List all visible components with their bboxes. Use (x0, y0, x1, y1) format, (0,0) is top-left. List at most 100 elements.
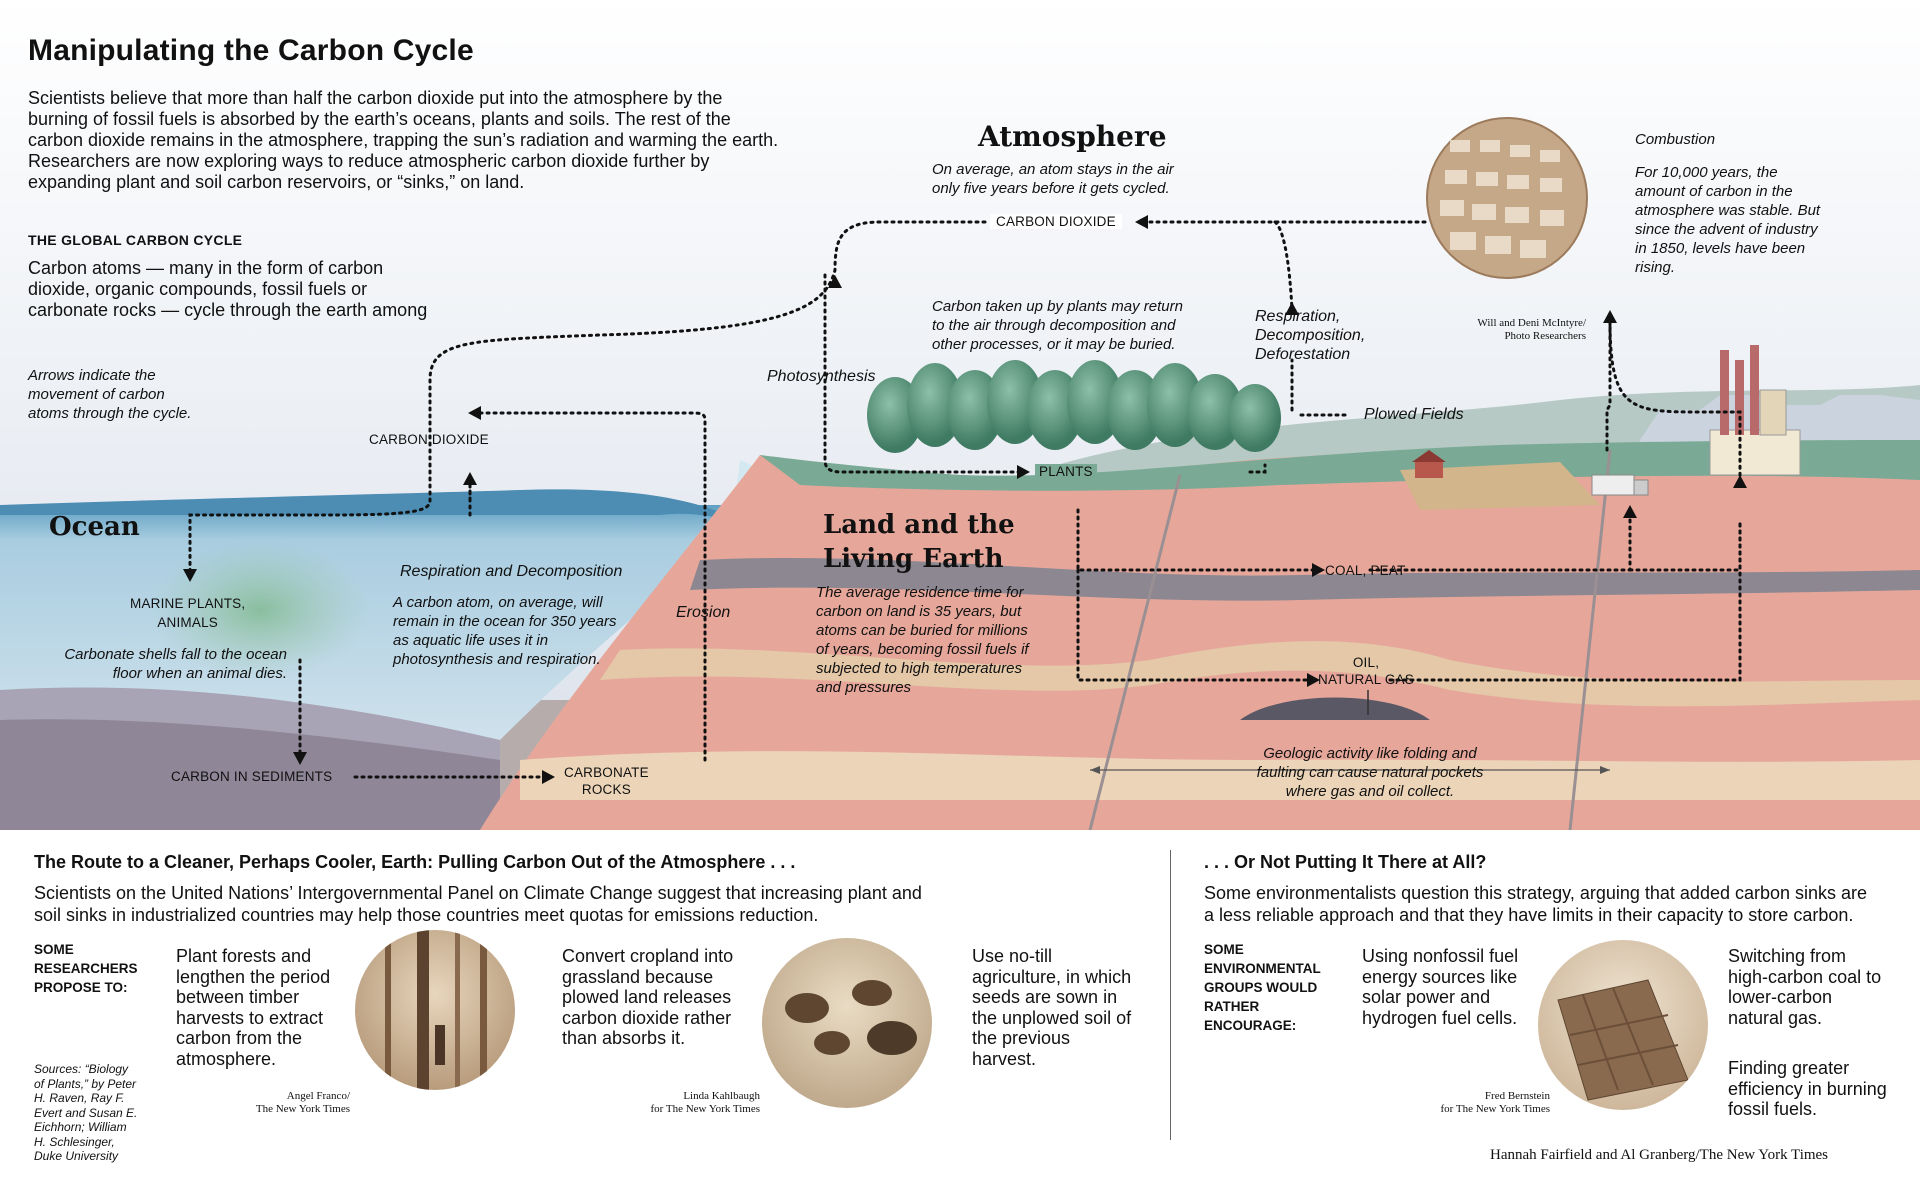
note-line: faulting can cause natural pockets (1256, 764, 1484, 781)
item-line: harvest. (972, 1048, 1037, 1069)
credit-line: for The New York Times (650, 1103, 760, 1115)
sources-note: Sources: “Biology of Plants,” by Peter H… (34, 1062, 137, 1164)
item-line: Switching from (1728, 946, 1847, 966)
source-line: Evert and Susan E. (34, 1105, 138, 1120)
bison-photo (762, 938, 932, 1108)
source-line: Duke University (34, 1149, 119, 1163)
solar-panel-icon (1557, 979, 1689, 1101)
encourage-efficiency: Finding greater efficiency in burning fo… (1728, 1058, 1887, 1120)
atmosphere-heading: Atmosphere (978, 120, 1167, 153)
credit-line: The New York Times (255, 1103, 350, 1115)
forest-photo (355, 930, 515, 1090)
plants-label: PLANTS (1035, 464, 1097, 479)
left-section-title: The Route to a Cleaner, Perhaps Cooler, … (34, 852, 796, 872)
note-line: The average residence time for (816, 584, 1024, 601)
forest-icon (867, 360, 1281, 453)
forest-photo-credit: Angel Franco/ The New York Times (190, 1090, 350, 1116)
atmosphere-co2-label: CARBON DIOXIDE (990, 214, 1122, 229)
carbonate-rocks-label: CARBONATE ROCKS (564, 764, 649, 798)
note-line: in 1850, levels have been (1635, 240, 1806, 257)
ocean-co2-label: CARBON DIOXIDE (369, 432, 489, 447)
oil-gas-label: OIL, NATURAL GAS (1318, 654, 1414, 688)
credit-line: Linda Kahlbaugh (683, 1090, 760, 1102)
arrows-note: Arrows indicate the movement of carbon a… (28, 366, 191, 423)
section-divider (1170, 850, 1171, 1140)
credit-line: Fred Bernstein (1484, 1090, 1550, 1102)
note-line: amount of carbon in the (1635, 183, 1793, 200)
note-line: carbon on land is 35 years, but (816, 603, 1022, 620)
item-line: solar power and (1362, 987, 1491, 1007)
researchers-propose: SOME RESEARCHERS PROPOSE TO: (34, 940, 138, 997)
global-line: Carbon atoms — many in the form of carbo… (28, 258, 384, 278)
sub-line: soil sinks in industrialized countries m… (34, 905, 819, 925)
item-line: Convert cropland into (562, 946, 734, 966)
proposal-forests: Plant forests and lengthen the period be… (176, 946, 330, 1069)
credit-line: Will and Deni McIntyre/ (1477, 317, 1586, 329)
label-line: OIL, (1352, 655, 1380, 670)
global-line: carbonate rocks — cycle through the eart… (28, 300, 428, 320)
page-title: Manipulating the Carbon Cycle (28, 34, 474, 67)
marine-label: MARINE PLANTS, ANIMALS (130, 594, 245, 632)
note-line: Deforestation (1255, 346, 1351, 363)
credit-line: Angel Franco/ (286, 1090, 350, 1102)
item-line: lower-carbon (1728, 987, 1833, 1007)
note-line: atmosphere was stable. But (1635, 202, 1821, 219)
caps-line: ENVIRONMENTAL (1204, 961, 1321, 976)
note-line: to the air through decomposition and (932, 317, 1176, 334)
note-line: movement of carbon (28, 386, 165, 403)
source-line: H. Schlesinger, (34, 1134, 115, 1149)
item-line: Use no-till (972, 946, 1053, 966)
note-line: and pressures (816, 679, 912, 696)
ocean-respiration-note: A carbon atom, on average, will remain i… (393, 593, 616, 669)
coal-label: COAL, PEAT (1325, 563, 1406, 578)
credit-line: Photo Researchers (1504, 330, 1586, 342)
note-line: Respiration, (1255, 308, 1341, 325)
proposal-grassland: Convert cropland into grassland because … (562, 946, 733, 1049)
caps-line: ENCOURAGE: (1204, 1018, 1297, 1033)
note-line: photosynthesis and respiration. (393, 651, 601, 668)
photosynthesis-label: Photosynthesis (767, 368, 876, 385)
left-section-sub: Scientists on the United Nations’ Interg… (34, 882, 1144, 926)
geologic-note: Geologic activity like folding and fault… (1230, 744, 1510, 801)
bison-icon (785, 980, 917, 1055)
label-line: NATURAL GAS (1318, 672, 1414, 687)
groups-encourage: SOME ENVIRONMENTAL GROUPS WOULD RATHER E… (1204, 940, 1321, 1035)
global-cycle-heading: THE GLOBAL CARBON CYCLE (28, 232, 243, 248)
item-line: the unplowed soil of (972, 1007, 1132, 1028)
right-section-title: . . . Or Not Putting It There at All? (1204, 852, 1487, 872)
label-line: MARINE PLANTS, (130, 596, 246, 611)
intro-line: Scientists believe that more than half t… (28, 88, 723, 108)
caps-line: PROPOSE TO: (34, 980, 128, 995)
note-line: atoms through the cycle. (28, 405, 192, 422)
encourage-switch-gas: Switching from high-carbon coal to lower… (1728, 946, 1881, 1028)
heading-line: Land and the (823, 510, 1015, 540)
note-line: A carbon atom, on average, will (393, 594, 603, 611)
label-line: ANIMALS (157, 615, 218, 630)
right-section-sub: Some environmentalists question this str… (1204, 882, 1894, 926)
item-line: the previous (972, 1028, 1071, 1048)
item-line: Using nonfossil fuel (1362, 946, 1519, 966)
encourage-nonfossil: Using nonfossil fuel energy sources like… (1362, 946, 1518, 1028)
solar-photo-credit: Fred Bernstein for The New York Times (1390, 1090, 1550, 1116)
shells-note: Carbonate shells fall to the ocean floor… (42, 645, 287, 683)
barn-icon (1412, 450, 1446, 478)
note-line: subjected to high temperatures (816, 660, 1022, 677)
note-line: Geologic activity like folding and (1263, 745, 1477, 762)
item-line: Plant forests and (176, 946, 312, 966)
source-line: H. Raven, Ray F. (34, 1091, 125, 1105)
item-line: plowed land releases (562, 987, 732, 1007)
caps-line: RATHER (1204, 999, 1260, 1014)
label-line: CARBONATE (564, 765, 649, 780)
item-line: grassland because (562, 966, 714, 987)
byline: Hannah Fairfield and Al Granberg/The New… (1490, 1147, 1829, 1163)
sub-line: Some environmentalists question this str… (1204, 883, 1868, 903)
caps-line: RESEARCHERS (34, 961, 138, 976)
source-line: Eichhorn; William (34, 1120, 127, 1134)
item-line: natural gas. (1728, 1007, 1823, 1028)
carbon-cycle-illustration (0, 0, 1920, 830)
traffic-photo (1426, 117, 1588, 279)
truck-icon (1591, 474, 1649, 496)
sub-line: Scientists on the United Nations’ Interg… (34, 883, 922, 903)
ocean-respiration-heading: Respiration and Decomposition (400, 563, 623, 580)
item-line: high-carbon coal to (1728, 966, 1882, 987)
